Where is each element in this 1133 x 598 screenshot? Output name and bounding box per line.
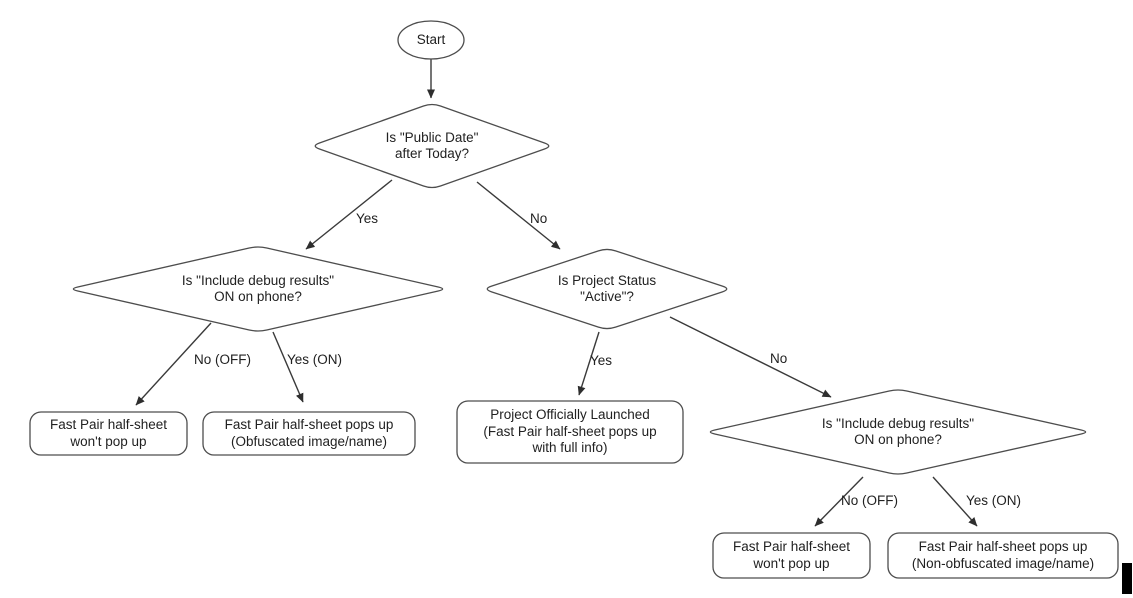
result-obfuscated-box: [202, 411, 416, 456]
edge-status-no: [669, 316, 832, 398]
result-launched-box: [456, 400, 684, 464]
result-wont-popup-left-box: [29, 411, 188, 456]
result-wont-popup-right-box: [712, 532, 871, 579]
edge-debug-right-no-off: [814, 476, 864, 527]
edge-debug-right-yes-on: [932, 476, 978, 527]
edge-public-date-no: [476, 181, 561, 250]
text-cursor-artifact: [1122, 563, 1132, 594]
decision-project-status-diamond: [486, 248, 728, 330]
edge-debug-left-yes-on: [272, 331, 304, 403]
edge-status-yes: [577, 331, 600, 396]
result-non-obfuscated-box: [887, 532, 1119, 579]
edge-debug-left-no-off: [135, 322, 212, 406]
decision-public-date-diamond: [314, 103, 550, 189]
edge-public-date-yes: [305, 179, 393, 250]
decision-debug-left-diamond: [72, 246, 444, 332]
start-node: [397, 20, 465, 60]
decision-debug-right-diamond: [709, 389, 1087, 475]
